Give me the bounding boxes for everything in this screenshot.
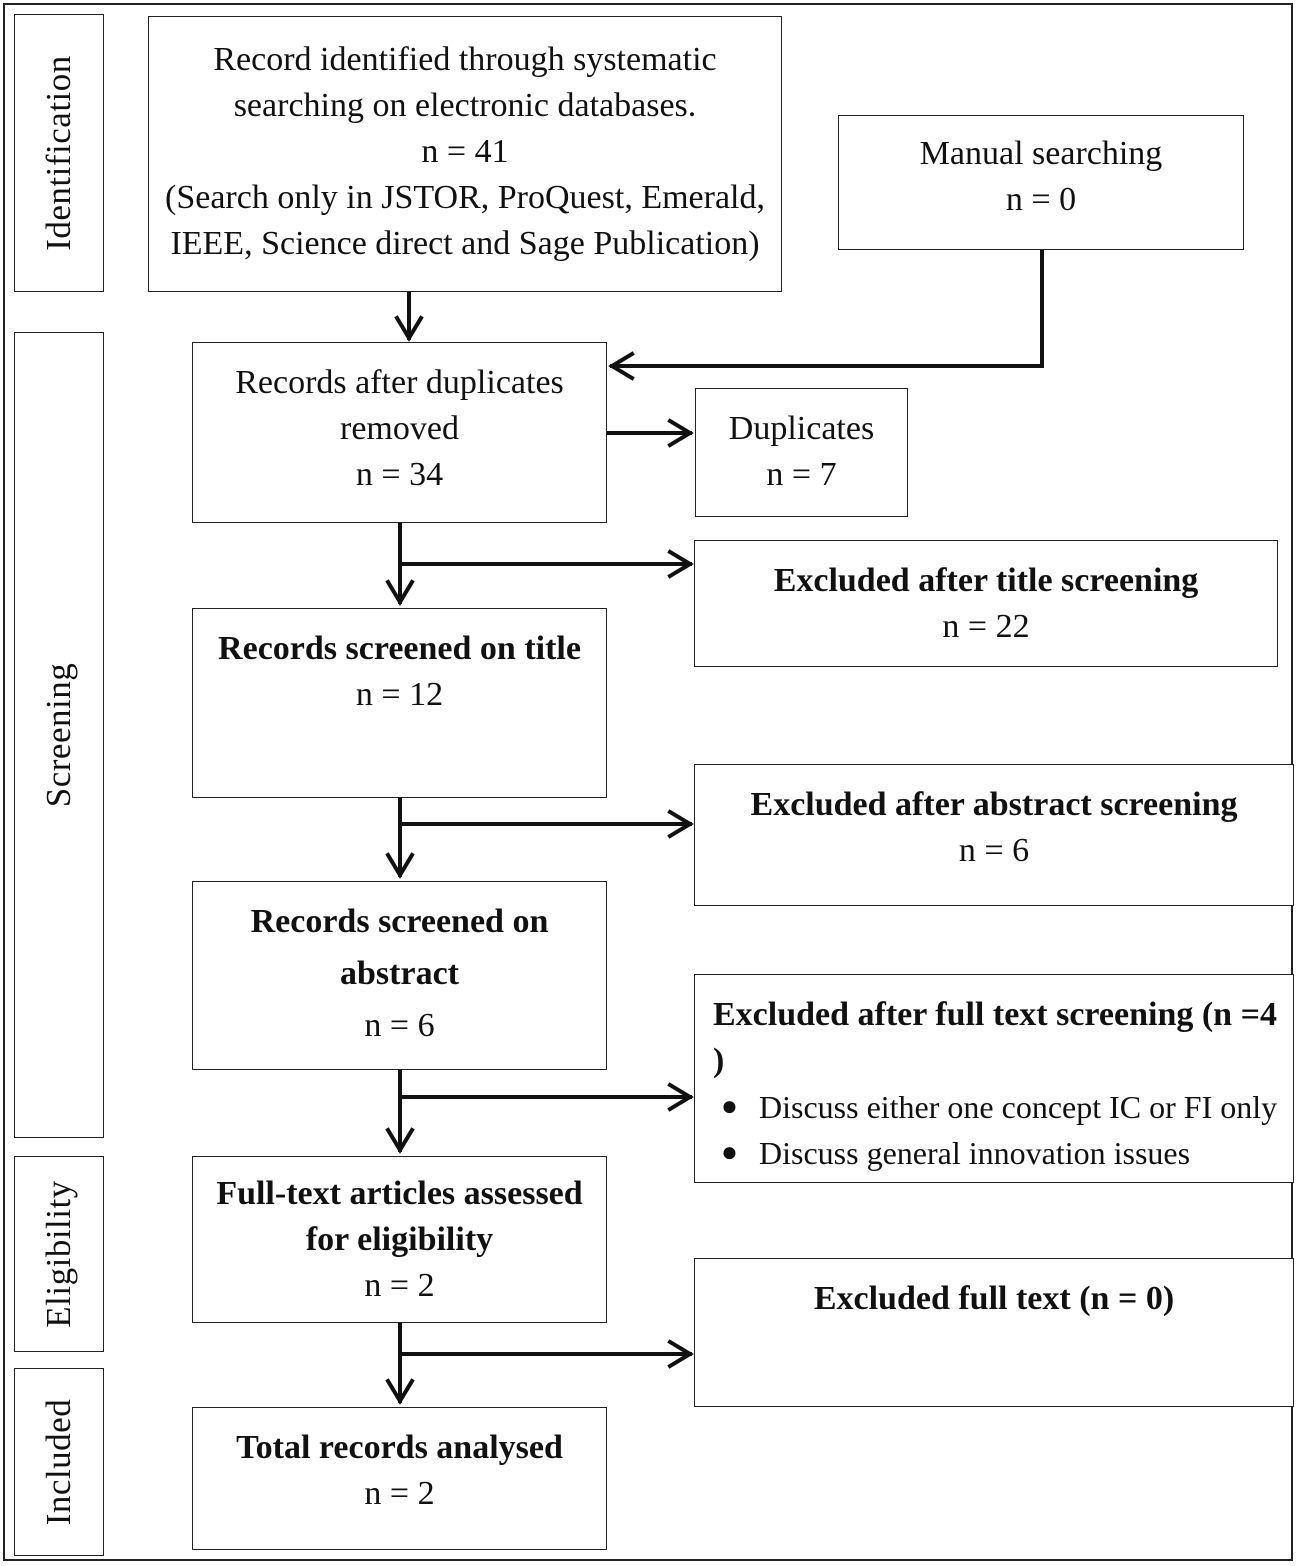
screened-title-box: Records screened on title n = 12 xyxy=(192,608,607,798)
reason-item: ● Discuss either one concept IC or FI onl… xyxy=(695,1084,1293,1130)
fulltext-assessed-line-1: Full-text articles assessed xyxy=(216,1175,583,1212)
total-records-box: Total records analysed n = 2 xyxy=(192,1407,607,1550)
arrowhead-identified-to-deduplicated xyxy=(394,315,424,342)
arrowhead-to-excluded-abstract xyxy=(667,809,694,839)
excluded-fulltext-box: Excluded after full text screening (n =4… xyxy=(694,974,1294,1183)
identified-records-box: Record identified through systematic sea… xyxy=(148,16,782,292)
identified-line-2: searching on electronic databases. xyxy=(233,87,697,124)
arrowhead-to-total xyxy=(385,1378,415,1405)
excluded-title-box: Excluded after title screening n = 22 xyxy=(694,540,1278,667)
fulltext-assessed-count: n = 2 xyxy=(364,1267,435,1304)
bullet-icon: ● xyxy=(721,1137,738,1168)
arrowhead-to-excluded-full xyxy=(667,1339,694,1369)
excluded-full-box: Excluded full text (n = 0) xyxy=(694,1258,1294,1407)
excluded-abstract-count: n = 6 xyxy=(958,832,1030,869)
duplicates-title: Duplicates xyxy=(728,410,875,447)
duplicates-count: n = 7 xyxy=(766,456,837,493)
excluded-fulltext-heading: Excluded after full text screening (n =4… xyxy=(713,996,1277,1079)
deduplicated-line-2: removed xyxy=(340,410,459,447)
arrowhead-to-excluded-fulltext xyxy=(667,1082,694,1112)
arrowhead-to-screened-abstract xyxy=(385,852,415,879)
identified-count: n = 41 xyxy=(421,133,509,170)
identified-line-4: IEEE, Science direct and Sage Publicatio… xyxy=(170,225,760,262)
arrowhead-manual-to-deduplicated xyxy=(608,351,635,381)
excluded-full-heading: Excluded full text (n = 0) xyxy=(813,1280,1175,1317)
arrowhead-to-excluded-title xyxy=(667,549,694,579)
screened-abstract-line-2: abstract xyxy=(340,955,459,992)
deduplicated-line-1: Records after duplicates xyxy=(235,364,564,401)
excluded-abstract-heading: Excluded after abstract screening xyxy=(750,786,1238,823)
arrowhead-to-screened-title xyxy=(385,579,415,606)
total-records-count: n = 2 xyxy=(364,1475,435,1512)
deduplicated-count: n = 34 xyxy=(355,456,444,493)
deduplicated-records-box: Records after duplicates removed n = 34 xyxy=(192,342,607,523)
screened-abstract-count: n = 6 xyxy=(364,1007,435,1044)
excluded-title-heading: Excluded after title screening xyxy=(773,562,1199,599)
identified-line-3: (Search only in JSTOR, ProQuest, Emerald… xyxy=(165,179,765,216)
reason-text: Discuss general innovation issues xyxy=(759,1135,1191,1171)
stage-screening: Screening xyxy=(14,332,104,1138)
reason-item: ● Discuss general innovation issues xyxy=(695,1130,1293,1176)
reason-text: Discuss either one concept IC or FI only xyxy=(759,1089,1278,1125)
stage-identification: Identification xyxy=(14,14,104,292)
identified-line-1: Record identified through systematic xyxy=(213,41,717,78)
bullet-icon: ● xyxy=(721,1091,738,1122)
stage-eligibility: Eligibility xyxy=(14,1156,104,1352)
screened-abstract-line-1: Records screened on xyxy=(250,903,549,940)
excluded-title-count: n = 22 xyxy=(942,608,1030,645)
screened-title-count: n = 12 xyxy=(355,676,444,713)
fulltext-assessed-line-2: for eligibility xyxy=(305,1221,494,1258)
screened-abstract-box: Records screened on abstract n = 6 xyxy=(192,881,607,1070)
fulltext-assessed-box: Full-text articles assessed for eligibil… xyxy=(192,1156,607,1323)
arrow-manual-to-deduplicated xyxy=(610,248,1044,368)
stage-included: Included xyxy=(14,1368,104,1556)
manual-count: n = 0 xyxy=(1005,181,1077,218)
total-records-heading: Total records analysed xyxy=(236,1429,563,1466)
duplicates-box: Duplicates n = 7 xyxy=(695,388,908,517)
arrowhead-to-duplicates xyxy=(667,418,694,448)
excluded-abstract-box: Excluded after abstract screening n = 6 xyxy=(694,764,1294,906)
arrowhead-to-fulltext-assessed xyxy=(385,1127,415,1154)
manual-searching-box: Manual searching n = 0 xyxy=(838,115,1244,250)
excluded-fulltext-reasons: ● Discuss either one concept IC or FI onl… xyxy=(695,1084,1293,1176)
screened-title-heading: Records screened on title xyxy=(218,630,581,667)
manual-title: Manual searching xyxy=(919,135,1163,172)
